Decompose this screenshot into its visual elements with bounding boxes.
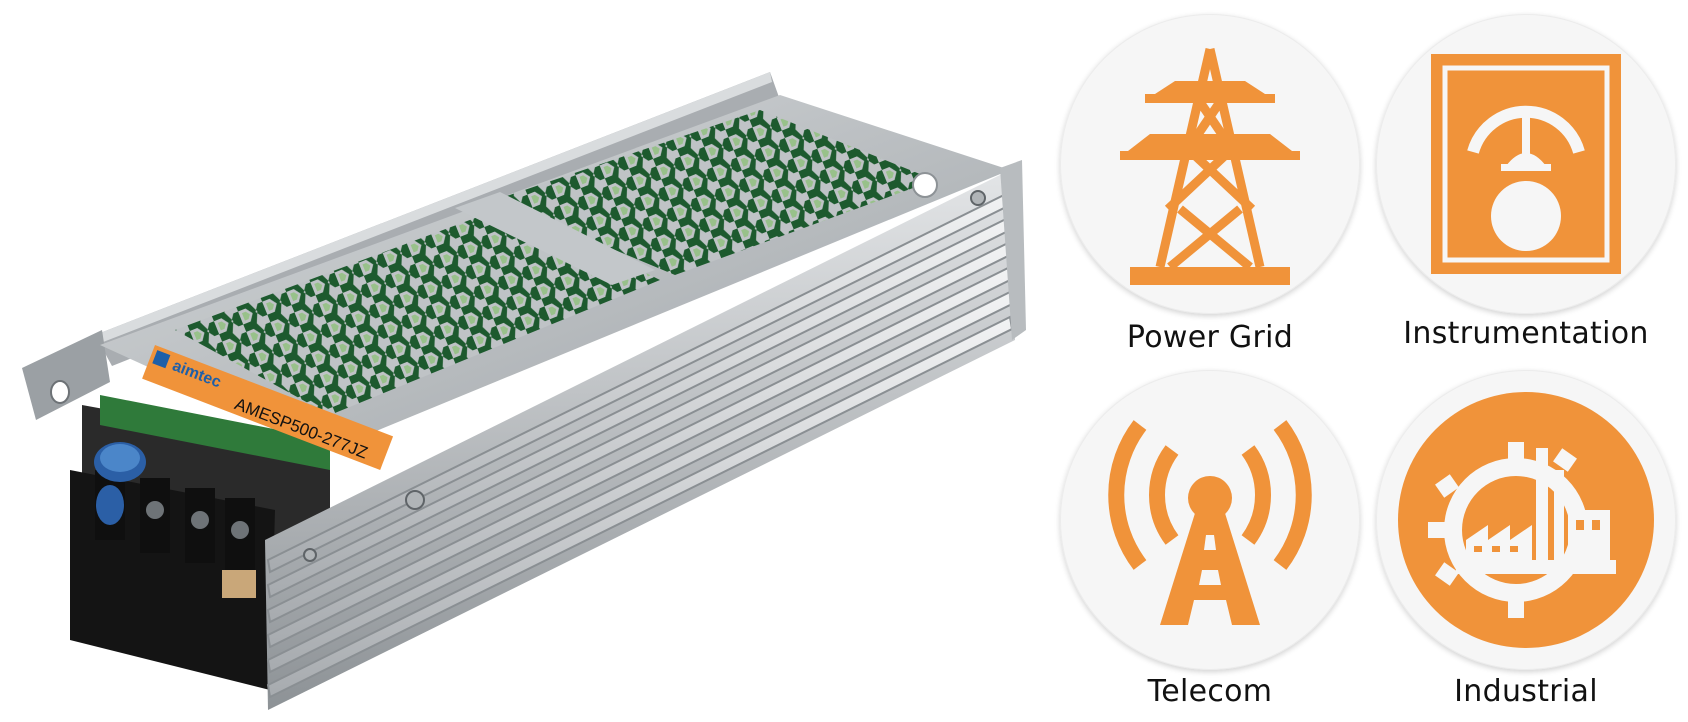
industrial-label: Industrial bbox=[1454, 674, 1598, 709]
telecom-circle bbox=[1060, 370, 1360, 670]
instrumentation-label: Instrumentation bbox=[1403, 316, 1649, 351]
meter-icon bbox=[1431, 54, 1621, 274]
power-grid-label: Power Grid bbox=[1126, 320, 1294, 355]
telecom-label: Telecom bbox=[1147, 674, 1273, 709]
factory-gear-icon bbox=[1398, 392, 1654, 648]
industrial-circle bbox=[1376, 370, 1676, 670]
terminal-block bbox=[70, 442, 275, 690]
power-supply-product-image: aimtec AMESP500-277JZ bbox=[22, 72, 1026, 710]
antenna-icon bbox=[1108, 420, 1312, 625]
heatsink-fins bbox=[266, 190, 1014, 699]
power-tower-icon bbox=[1120, 47, 1300, 285]
instrumentation-circle bbox=[1376, 14, 1676, 314]
power-grid-circle bbox=[1060, 14, 1360, 314]
